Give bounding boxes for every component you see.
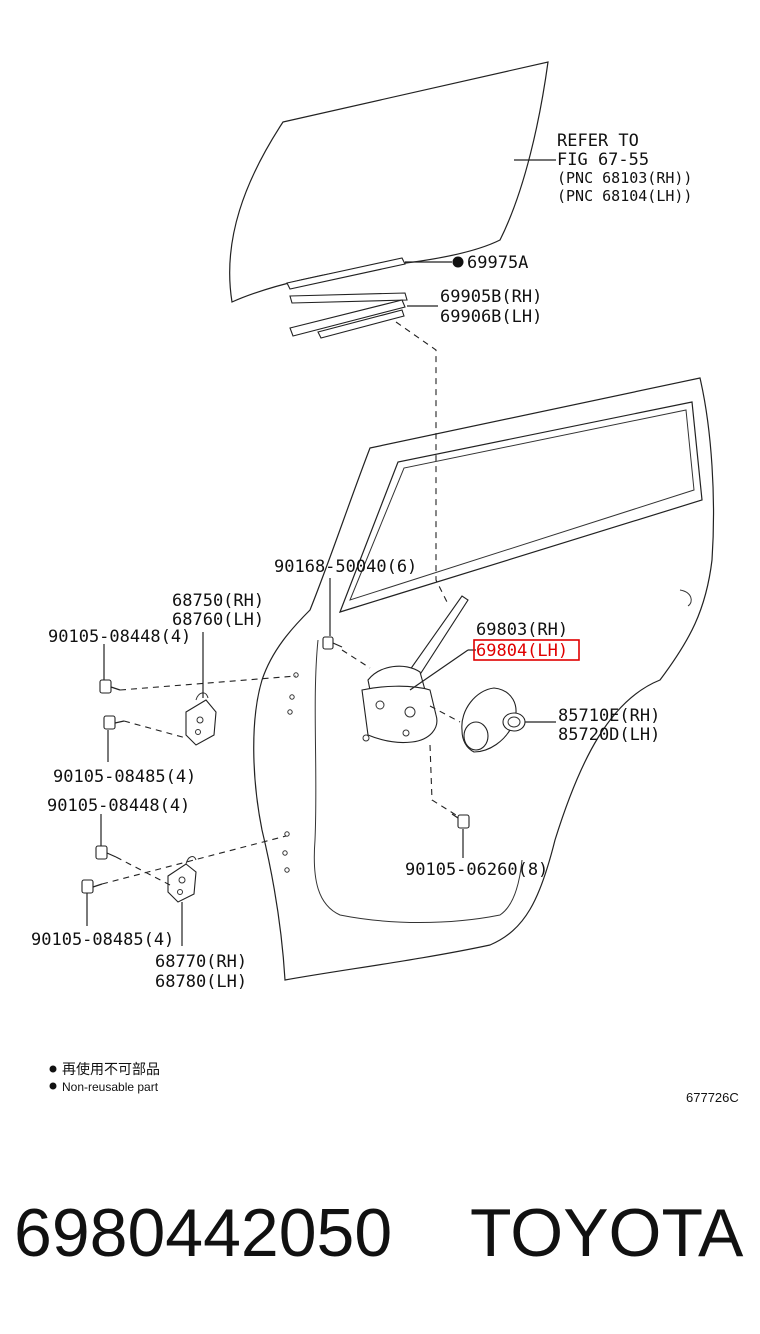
weatherstrip-inner: [317, 309, 405, 339]
label-68780[interactable]: 68780(LH): [155, 972, 247, 992]
label-90105-08485-lower[interactable]: 90105-08485(4): [31, 930, 174, 950]
label-69975A[interactable]: 69975A: [467, 253, 528, 273]
window-frame-outer: [338, 401, 703, 613]
label-85710E[interactable]: 85710E(RH): [558, 706, 660, 726]
rear-door-panel: [253, 377, 715, 981]
glass-run-strip-69975A: [286, 257, 406, 290]
legend-jp: 再使用不可部品: [62, 1061, 160, 1077]
weatherstrip-upper: [289, 292, 408, 304]
legend-bullet-icon: [49, 1082, 57, 1090]
label-90168-50040[interactable]: 90168-50040(6): [274, 557, 417, 577]
bolt-90105-08448-upper: [99, 679, 121, 694]
brand-name: TOYOTA: [470, 1195, 744, 1271]
label-90105-06260[interactable]: 90105-06260(8): [405, 860, 548, 880]
refer-pnc-lh-label: (PNC 68104(LH)): [557, 187, 692, 205]
bolt-90105-08485-upper: [103, 715, 125, 730]
label-90105-08485-upper[interactable]: 90105-08485(4): [53, 767, 196, 787]
label-69804-highlighted[interactable]: 69804(LH): [476, 641, 568, 661]
bolt-90105-06260: [451, 813, 470, 829]
label-85720D[interactable]: 85720D(LH): [558, 725, 660, 745]
label-68760[interactable]: 68760(LH): [172, 610, 264, 630]
refer-to-label: REFER TO: [557, 131, 639, 151]
legend-bullet-icon: [49, 1065, 57, 1073]
weatherstrip-outer: [289, 299, 406, 337]
non-reusable-mark-icon: [452, 256, 464, 268]
refer-pnc-rh-label: (PNC 68103(RH)): [557, 169, 692, 187]
bolt-90105-08485-lower: [81, 879, 103, 894]
label-69905B[interactable]: 69905B(RH): [440, 287, 542, 307]
label-69803[interactable]: 69803(RH): [476, 620, 568, 640]
label-90105-08448-upper[interactable]: 90105-08448(4): [48, 627, 191, 647]
part-number: 6980442050: [14, 1195, 392, 1271]
label-90105-08448-lower[interactable]: 90105-08448(4): [47, 796, 190, 816]
figure-code: 677726C: [686, 1090, 739, 1105]
window-regulator-body: [361, 685, 438, 744]
legend-en: Non-reusable part: [62, 1080, 159, 1094]
refer-fig-label: FIG 67-55: [557, 150, 649, 170]
label-68750[interactable]: 68750(RH): [172, 591, 264, 611]
label-68770[interactable]: 68770(RH): [155, 952, 247, 972]
window-frame-inner: [349, 409, 695, 601]
label-69906B[interactable]: 69906B(LH): [440, 307, 542, 327]
highlight-box: [473, 639, 580, 661]
bolt-90105-08448-lower: [95, 845, 117, 860]
bolt-90168-50040: [322, 636, 343, 650]
